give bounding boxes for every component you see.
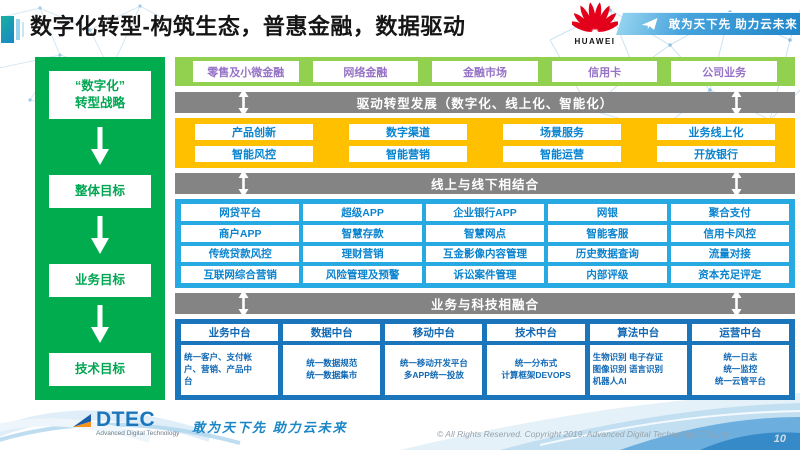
channel-box: 网银 — [548, 204, 667, 221]
section-bar-label: 业务与科技相融合 — [430, 298, 539, 312]
dtec-subtext: Advanced Digital Technology — [96, 430, 180, 437]
business-line-box: 信用卡 — [551, 61, 658, 82]
platform-column-business: 业务中台 统一客户、支付帐 户、营销、产品中 台 — [181, 324, 279, 395]
channel-box: 传统贷款风控 — [181, 245, 300, 263]
channel-box: 超级APP — [303, 204, 422, 221]
huawei-wordmark: HUAWEI — [574, 37, 616, 46]
updown-arrow-icon — [238, 89, 249, 116]
section-bar-label: 线上与线下相结合 — [430, 178, 539, 192]
footer-slogan: 敢为天下先 助力云未来 — [192, 420, 348, 435]
platform-body: 统一日志 统一监控 统一云管平台 — [691, 345, 789, 395]
strategy-step-overall-goal: 整体目标 — [49, 175, 151, 208]
page-number: 10 — [773, 433, 786, 445]
updown-arrow-icon — [238, 170, 249, 197]
platform-column-tech: 技术中台 统一分布式 计算框架DEVOPS — [487, 324, 585, 395]
platform-title: 数据中台 — [283, 324, 381, 341]
channel-box: 企业银行APP — [425, 204, 545, 221]
dtec-logo-icon — [73, 414, 91, 427]
channel-box: 信用卡风控 — [670, 224, 789, 242]
title-accent-bar-3 — [22, 22, 24, 37]
channel-box: 诉讼案件管理 — [425, 266, 545, 283]
platform-body: 生物识别 电子存证 图像识别 语言识别 机器人AI — [589, 345, 687, 395]
slogan-banner: 敢为天下先 助力云未来 — [616, 12, 800, 35]
section-bar-drive: 驱动转型发展（数字化、线上化、智能化） — [175, 89, 795, 116]
capability-box: 智能营销 — [349, 146, 467, 162]
copyright-text: © All Rights Reserved. Copyright 2019. A… — [437, 429, 728, 439]
channel-box: 互金影像内容管理 — [425, 245, 545, 263]
down-arrow-icon — [91, 305, 109, 343]
business-line-box: 公司业务 — [671, 61, 777, 82]
section-bar-tech-fusion: 业务与科技相融合 — [175, 290, 795, 317]
channel-box: 商户APP — [181, 224, 300, 242]
channels-panel: 网贷平台 超级APP 企业银行APP 网银 聚合支付 商户APP 智慧存款 智慧… — [175, 199, 795, 288]
down-arrow-icon — [91, 216, 109, 254]
channel-box: 聚合支付 — [670, 204, 789, 221]
channel-box: 资本充足评定 — [670, 266, 789, 283]
section-bar-online-offline: 线上与线下相结合 — [175, 170, 795, 197]
page-title: 数字化转型-构筑生态，普惠金融，数据驱动 — [30, 14, 466, 39]
business-line-box: 网络金融 — [312, 61, 419, 82]
business-lines-row: 零售及小微金融 网络金融 金融市场 信用卡 公司业务 — [175, 57, 795, 86]
channel-box: 互联网综合营销 — [181, 266, 300, 283]
updown-arrow-icon — [731, 170, 742, 197]
platform-body: 统一数据规范 统一数据集市 — [283, 345, 381, 395]
channel-box: 流量对接 — [670, 245, 789, 263]
platform-title: 技术中台 — [487, 324, 585, 341]
capability-box: 产品创新 — [195, 124, 313, 140]
dtec-logo: DTEC Advanced Digital Technology — [73, 408, 180, 437]
business-line-box: 零售及小微金融 — [193, 61, 299, 82]
title-accent-bar-2 — [16, 19, 20, 40]
updown-arrow-icon — [731, 89, 742, 116]
business-line-box: 金融市场 — [432, 61, 538, 82]
capability-box: 智能运营 — [503, 146, 621, 162]
channel-box: 智慧存款 — [303, 224, 422, 242]
strategy-step-tech-goal: 技术目标 — [49, 353, 151, 386]
main-diagram: 零售及小微金融 网络金融 金融市场 信用卡 公司业务 驱动转型发展（数字化、线上… — [175, 57, 795, 400]
channel-box: 理财营销 — [303, 245, 422, 263]
platform-body: 统一分布式 计算框架DEVOPS — [487, 345, 585, 395]
capability-box: 场景服务 — [503, 124, 621, 140]
banner-slogan-text: 敢为天下先 助力云未来 — [668, 19, 798, 31]
section-bar-label: 驱动转型发展（数字化、线上化、智能化） — [356, 97, 614, 111]
capability-box: 业务线上化 — [657, 124, 775, 140]
platform-title: 算法中台 — [589, 324, 687, 341]
channel-box: 智慧网点 — [425, 224, 545, 242]
capability-box: 智能风控 — [195, 146, 313, 162]
updown-arrow-icon — [731, 290, 742, 317]
capabilities-panel: 产品创新 数字渠道 场景服务 业务线上化 智能风控 智能营销 智能运营 开放银行 — [175, 118, 795, 168]
down-arrow-icon — [91, 127, 109, 165]
paper-plane-icon — [641, 17, 658, 30]
channel-box: 风险管理及预警 — [303, 266, 422, 283]
platforms-panel: 业务中台 统一客户、支付帐 户、营销、产品中 台 数据中台 统一数据规范 统一数… — [175, 319, 795, 400]
platform-title: 移动中台 — [385, 324, 483, 341]
updown-arrow-icon — [238, 290, 249, 317]
channel-box: 网贷平台 — [181, 204, 300, 221]
strategy-step-digital: “数字化” 转型战略 — [49, 71, 151, 119]
platform-body: 统一移动开发平台 多APP统一投放 — [385, 345, 483, 395]
huawei-flower-icon — [569, 2, 621, 32]
platform-column-data: 数据中台 统一数据规范 统一数据集市 — [283, 324, 381, 395]
platform-column-algorithm: 算法中台 生物识别 电子存证 图像识别 语言识别 机器人AI — [589, 324, 687, 395]
platform-column-operations: 运营中台 统一日志 统一监控 统一云管平台 — [691, 324, 789, 395]
capability-box: 开放银行 — [657, 146, 775, 162]
strategy-step-business-goal: 业务目标 — [49, 264, 151, 297]
capability-box: 数字渠道 — [349, 124, 467, 140]
platform-title: 业务中台 — [181, 324, 279, 341]
channel-box: 历史数据查询 — [548, 245, 667, 263]
platform-title: 运营中台 — [691, 324, 789, 341]
channel-box: 内部评级 — [548, 266, 667, 283]
strategy-sidebar: “数字化” 转型战略 整体目标 业务目标 技术目标 — [35, 57, 165, 400]
platform-column-mobile: 移动中台 统一移动开发平台 多APP统一投放 — [385, 324, 483, 395]
platform-body: 统一客户、支付帐 户、营销、产品中 台 — [181, 345, 279, 395]
huawei-logo: HUAWEI — [568, 2, 622, 46]
title-accent-bar — [1, 16, 14, 43]
channel-box: 智能客服 — [548, 224, 667, 242]
dtec-wordmark: DTEC — [96, 408, 156, 431]
